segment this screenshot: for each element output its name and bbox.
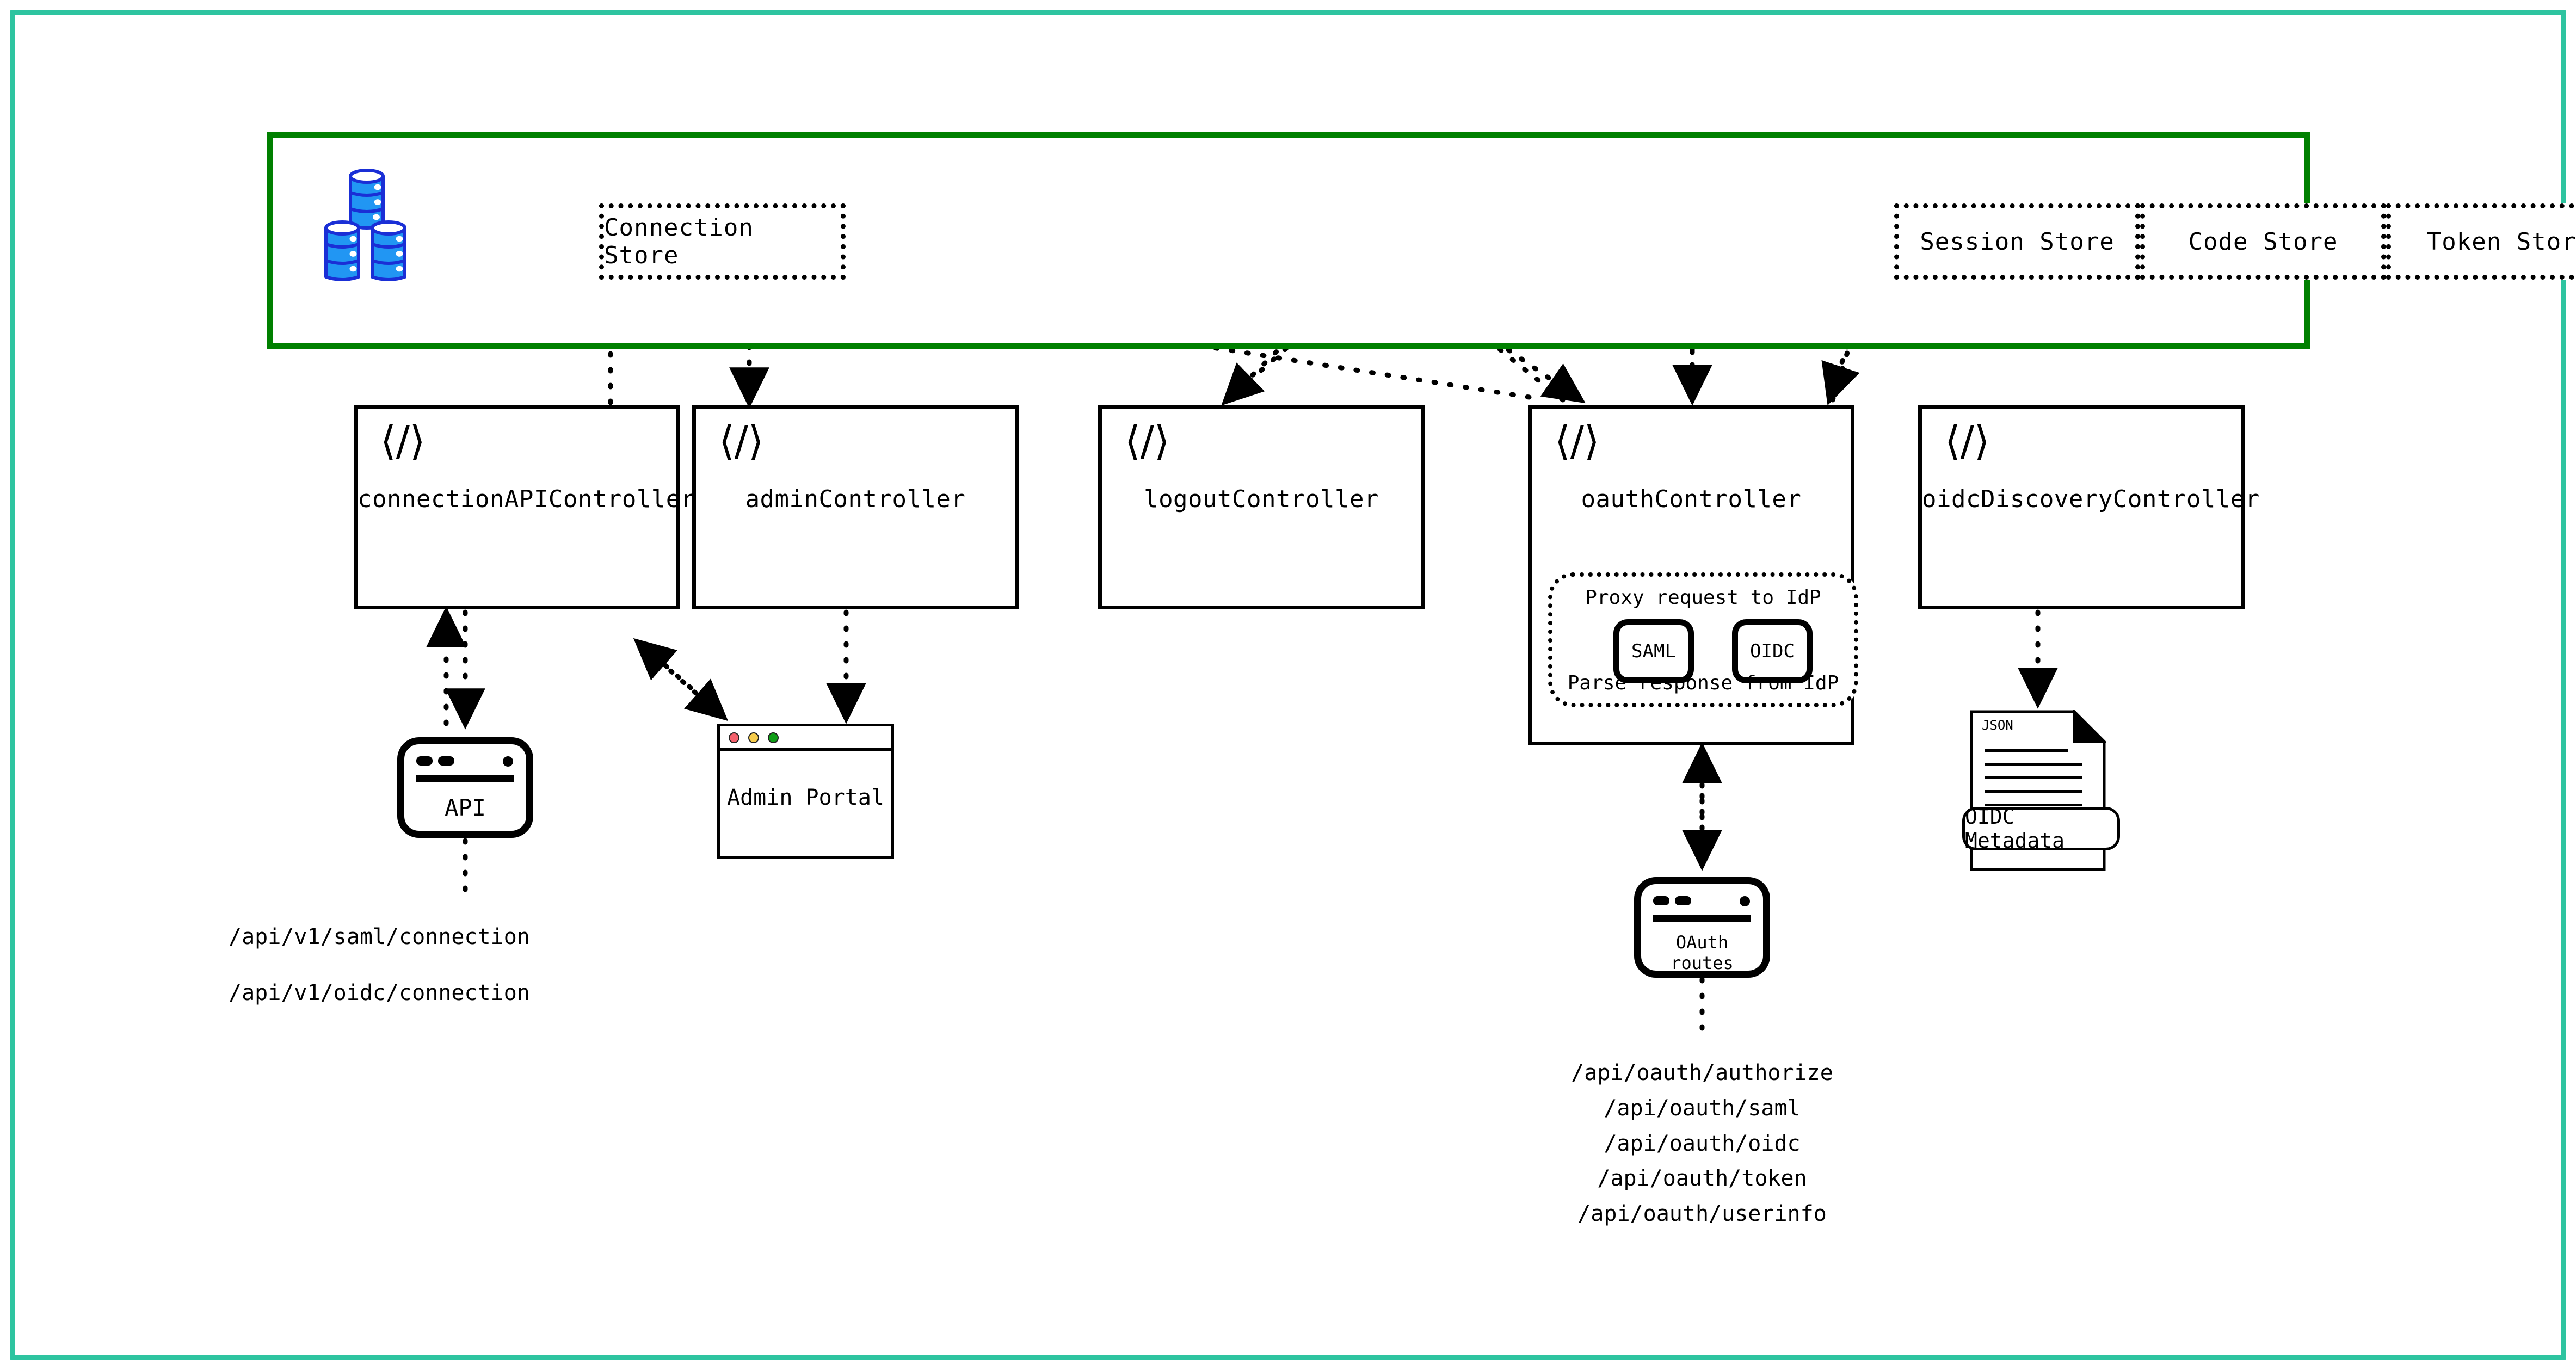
controller-label: logoutController bbox=[1144, 485, 1379, 513]
oidc-metadata-pill: OIDC Metadata bbox=[1962, 805, 2120, 853]
doc-line bbox=[1985, 763, 2082, 766]
admin-portal-label: Admin Portal bbox=[727, 785, 884, 810]
controller-admin[interactable]: ⟨/⟩ adminController bbox=[692, 405, 1019, 609]
edge-admin-portal-to-connapi bbox=[633, 638, 722, 717]
route-item: /api/oauth/userinfo bbox=[1577, 1201, 1827, 1227]
store-session-store[interactable]: Session Store bbox=[1894, 203, 2140, 280]
controller-label: connectionAPIController bbox=[358, 485, 695, 513]
route-item: /api/oauth/oidc bbox=[1604, 1131, 1801, 1156]
store-token-store[interactable]: Token Store bbox=[2386, 203, 2576, 280]
persistence-store-container: Connection Store Session Store Code Stor… bbox=[267, 132, 2576, 349]
device-dot-icon bbox=[438, 756, 454, 766]
store-code-store[interactable]: Code Store bbox=[2140, 203, 2386, 280]
oidc-metadata-document[interactable]: JSON OIDC Metadata bbox=[1962, 710, 2120, 871]
device-dot-icon bbox=[1740, 896, 1750, 906]
route-item: /api/oauth/saml bbox=[1604, 1095, 1801, 1121]
controller-label: oauthController bbox=[1581, 485, 1802, 513]
proxy-request-label: Proxy request to IdP bbox=[1585, 587, 1821, 609]
parse-response-label: Parse response from IdP bbox=[1567, 672, 1839, 694]
device-dot-icon bbox=[1675, 896, 1691, 905]
controller-oidc-discovery[interactable]: ⟨/⟩ oidcDiscoveryController bbox=[1918, 405, 2260, 609]
route-item: /api/oauth/token bbox=[1597, 1166, 1807, 1192]
protocol-button-saml[interactable]: SAML bbox=[1613, 619, 1694, 683]
protocol-label: SAML bbox=[1631, 640, 1676, 662]
controller-connection-api[interactable]: ⟨/⟩ connectionAPIController bbox=[354, 405, 695, 609]
oauth-routes-label: OAuth routes bbox=[1671, 932, 1734, 973]
store-connection-store[interactable]: Connection Store bbox=[599, 203, 846, 280]
idp-proxy-panel: Proxy request to IdP SAML OIDC Parse res… bbox=[1548, 572, 1858, 707]
connection-api-route-list: /api/v1/saml/connection /api/v1/oidc/con… bbox=[229, 919, 653, 1011]
api-label: API bbox=[445, 794, 486, 821]
store-label: Connection Store bbox=[604, 214, 754, 269]
route-item: /api/v1/saml/connection bbox=[229, 924, 530, 949]
browser-titlebar bbox=[720, 726, 891, 751]
traffic-light-yellow-icon bbox=[748, 732, 759, 743]
doc-line bbox=[1985, 804, 2082, 806]
oauth-route-list: /api/oauth/authorize /api/oauth/saml /ap… bbox=[1484, 1056, 1920, 1232]
doc-line bbox=[1985, 749, 2068, 752]
admin-portal-window[interactable]: Admin Portal bbox=[717, 724, 894, 859]
route-item: /api/v1/oidc/connection bbox=[229, 980, 530, 1005]
oauth-routes-node[interactable]: OAuth routes bbox=[1634, 877, 1770, 978]
json-file-type-label: JSON bbox=[1982, 718, 2013, 733]
edge-oauth-to-session-store bbox=[1415, 282, 1566, 403]
device-dot-icon bbox=[503, 756, 513, 767]
code-icon: ⟨/⟩ bbox=[1555, 418, 1600, 465]
route-item: /api/oauth/authorize bbox=[1571, 1060, 1833, 1085]
device-bar-icon bbox=[1653, 915, 1751, 922]
code-icon: ⟨/⟩ bbox=[719, 418, 764, 465]
code-icon: ⟨/⟩ bbox=[380, 418, 426, 465]
code-icon: ⟨/⟩ bbox=[1945, 418, 1990, 465]
controller-label: adminController bbox=[745, 485, 966, 513]
device-dot-icon bbox=[1653, 896, 1669, 905]
protocol-label: OIDC bbox=[1750, 640, 1795, 662]
controller-oauth[interactable]: ⟨/⟩ oauthController Proxy request to IdP… bbox=[1528, 405, 1858, 745]
traffic-light-red-icon bbox=[729, 732, 739, 743]
device-dot-icon bbox=[416, 756, 433, 766]
controller-logout[interactable]: ⟨/⟩ logoutController bbox=[1098, 405, 1425, 609]
store-label: Session Store bbox=[1920, 227, 2115, 256]
api-client-node[interactable]: API bbox=[397, 737, 533, 838]
diagram-outer-frame bbox=[10, 10, 2566, 1360]
controller-label: oidcDiscoveryController bbox=[1922, 485, 2260, 513]
oidc-metadata-label: OIDC Metadata bbox=[1965, 805, 2065, 853]
doc-line bbox=[1985, 776, 2082, 779]
store-label: Token Store bbox=[2426, 227, 2576, 256]
traffic-light-green-icon bbox=[768, 732, 779, 743]
doc-line bbox=[1985, 790, 2082, 793]
database-cylinders-icon bbox=[324, 168, 406, 281]
code-icon: ⟨/⟩ bbox=[1125, 418, 1170, 465]
store-label: Code Store bbox=[2188, 227, 2338, 256]
protocol-button-oidc[interactable]: OIDC bbox=[1732, 619, 1813, 683]
device-bar-icon bbox=[416, 775, 514, 782]
